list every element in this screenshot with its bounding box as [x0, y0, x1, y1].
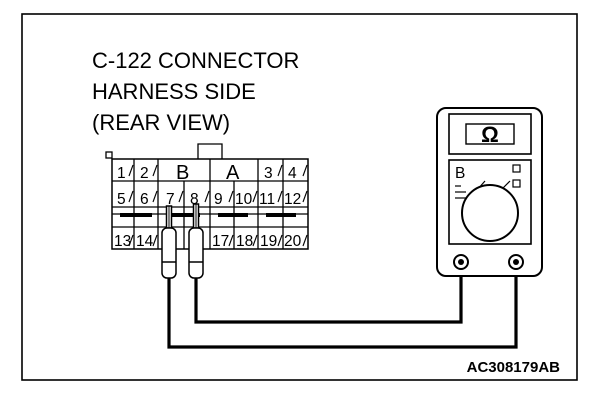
ohm-symbol: Ω [481, 122, 499, 147]
pin-label: 2 [140, 165, 149, 182]
meter-terminal-pos [508, 254, 524, 270]
title-line-3: (REAR VIEW) [92, 110, 230, 135]
pin-label: 18 [236, 233, 253, 250]
ohmmeter: Ω B [436, 107, 543, 277]
test-lead-red [194, 266, 463, 324]
pin-label: 6 [140, 191, 149, 208]
title-line-2: HARNESS SIDE [92, 79, 256, 104]
lock-bar [266, 213, 296, 217]
pin-label: 4 [288, 165, 297, 182]
connector-lock-tab [197, 143, 223, 159]
figure-frame [21, 13, 578, 381]
lock-bar [170, 213, 200, 217]
pin-label: 13 [114, 233, 131, 250]
selector-dial [461, 184, 519, 242]
figure-code: AC308179AB [467, 359, 561, 376]
pin-label: 5 [117, 191, 126, 208]
lock-bar [218, 213, 248, 217]
pin-label: 20 [284, 233, 302, 250]
pin-label: 10 [235, 191, 253, 208]
pin-label: 19 [260, 233, 277, 250]
pin-label: 11 [259, 191, 275, 208]
dial-mark-b: B [455, 165, 465, 182]
pin-label: 14 [136, 233, 154, 250]
lock-bar [120, 213, 152, 217]
meter-readout [465, 123, 515, 145]
pin-label: 1 [117, 165, 126, 182]
pin-label: 3 [264, 165, 273, 182]
title-line-1: C-122 CONNECTOR [92, 48, 299, 73]
pin-label: 12 [284, 191, 301, 208]
block-label-b: B [176, 162, 189, 184]
pin-label: 7 [166, 191, 175, 208]
pin-label: 8 [190, 191, 199, 208]
pin-label: 17 [212, 233, 229, 250]
connector-c122 [105, 143, 309, 250]
title-block: C-122 CONNECTOR HARNESS SIDE (REAR VIEW) [92, 48, 299, 135]
block-label-a: A [226, 162, 240, 184]
probe-left [161, 205, 177, 279]
meter-terminal-neg [453, 254, 469, 270]
test-leads [167, 266, 518, 349]
pin-label: 9 [214, 191, 223, 208]
range-indicator [512, 179, 521, 188]
connector-marker [105, 151, 113, 159]
pin-labels: 1 2 B A 3 4 5 6 7 8 9 10 11 12 13 14 17 … [114, 162, 302, 250]
range-indicator [512, 164, 521, 173]
test-lead-black [167, 266, 518, 349]
probe-right [188, 203, 204, 279]
